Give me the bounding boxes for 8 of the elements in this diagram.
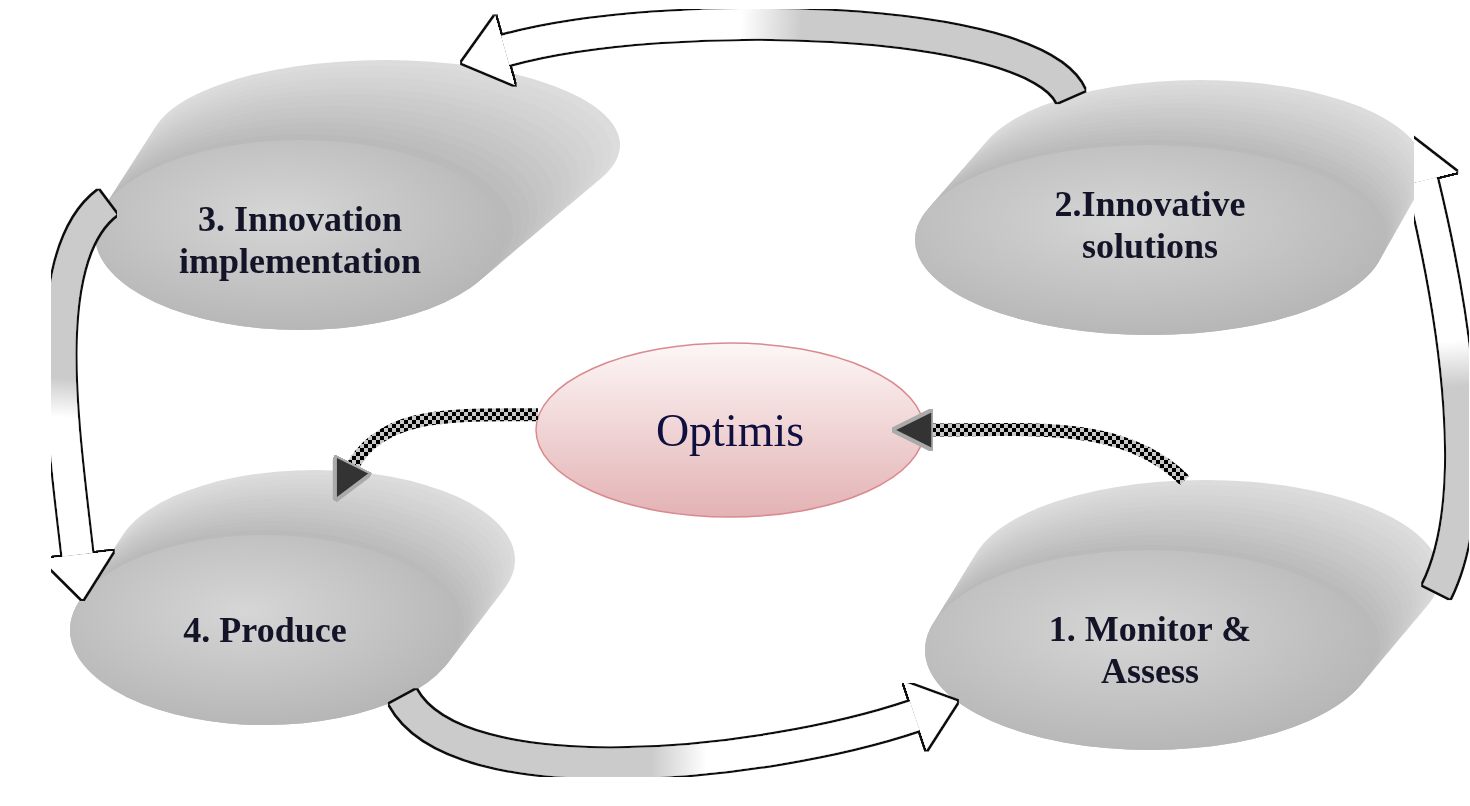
curved-block-arrow	[1387, 137, 1470, 598]
checkered-arrow	[330, 408, 538, 502]
node-label: Optimis	[655, 403, 805, 457]
node-label: 3. Innovation implementation	[178, 198, 422, 282]
node-label: 2.Innovative solutions	[1053, 183, 1247, 267]
node-label: 4. Produce	[183, 609, 347, 651]
checkered-arrow	[889, 407, 1189, 486]
node-label: 1. Monitor & Assess	[1047, 608, 1253, 692]
